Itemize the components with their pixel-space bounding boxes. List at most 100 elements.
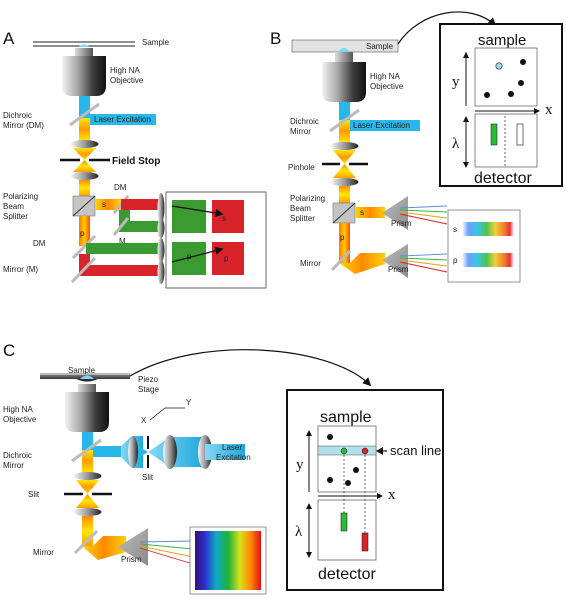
sample-to-inset-arrow-c [129,349,372,387]
sample-slide [33,41,135,47]
camera-lens-4 [157,260,165,284]
scan-line-label: scan line [390,443,441,458]
inset-c-green-bar [340,512,348,532]
panel-c-letter: C [3,341,15,360]
axis-y-label: Y [186,398,192,407]
inset-b-lambda-label: λ [452,136,460,152]
pbs-b-label-2: Beam [290,204,311,213]
out-label-s: s [222,214,226,223]
inset-c-point-red [361,447,369,455]
dichroic-b-label-2: Mirror [290,127,311,136]
objective-lens [62,48,106,96]
inset-c-red-bar [361,532,369,552]
objective-label-1: High NA [110,66,140,75]
sample-label-c: Sample [68,366,96,375]
axis-x-line [149,407,166,421]
pbs-label-1: Polarizing [3,192,38,201]
inset-b-point [508,91,514,97]
inset-c-point [345,480,351,486]
dichroic-label-1: Dichroic [3,111,32,120]
p-label-b: p [340,233,345,242]
mirror-m-lower [70,256,97,284]
sample-to-inset-arrow [397,11,497,45]
sample-label: Sample [142,38,170,47]
inset-b-point-target [495,62,503,70]
inset-b-detector-title: detector [474,170,532,187]
axis-x-label: X [141,416,147,425]
field-stop-label: Field Stop [112,156,160,167]
dm-lower [71,234,97,260]
laser-c-label-2: Excitation [216,453,251,462]
objective-lens-b [322,52,366,102]
slit-left-label: Slit [28,490,40,499]
camera-lens-1 [157,193,165,223]
emission-beam [79,118,90,140]
prism-lower-label: Prism [388,265,409,274]
pbs-b-label-1: Polarizing [290,194,325,203]
laser-c-label-1: Laser [222,443,242,452]
mirror-label: Mirror (M) [3,265,38,274]
prism-lower [382,244,408,278]
spectral-detector-b [447,209,521,283]
dichroic-mirror-b [329,108,360,133]
piezo-label-1: Piezo [138,375,159,384]
pbs-label-2: Beam [3,202,24,211]
dichroic-c-label-1: Dichroic [3,451,32,460]
panel-b-letter: B [270,29,281,48]
inset-c-detector-title: detector [318,566,376,583]
dichroic-b-label-1: Dichroic [290,117,319,126]
tube-lens [70,140,99,148]
spectrum-s [462,222,514,236]
beam-expander-lens-1 [163,435,177,469]
mirror-c-label: Mirror [33,548,54,557]
dm-lower-label: DM [33,239,46,248]
inset-b-green-bar [490,123,498,146]
objective-b-label-2: Objective [370,82,404,91]
laser-excitation-beam [90,114,156,125]
inset-c-x-label: x [388,487,396,503]
prism-upper [382,196,408,230]
panel-c: C Sample Piezo Stage X Y High NA Objecti… [3,341,444,595]
laser-excitation-beam-b [350,120,420,131]
dichroic-mirror [69,102,100,127]
spectrum-s-label: s [453,225,457,234]
objective-b-label-1: High NA [370,72,400,81]
excitation-beam-vertical [79,96,90,118]
pbs-label-3: Splitter [3,212,28,221]
out-label-p3: p [224,254,229,263]
s-label-b: s [360,208,364,217]
s-beam-label: s [102,200,106,209]
laser-excitation-beam-c [205,444,245,460]
camera-lens-2 [157,218,165,238]
camera-lens-3 [157,238,165,262]
pinhole-label: Pinhole [288,163,315,172]
dichroic-mirror-c [71,438,102,463]
mirror-m-upper [112,217,130,236]
prism-c [118,528,148,566]
inset-b-detector-frame [474,113,538,168]
inset-b-empty-bar [516,123,524,146]
dichroic-label-2: Mirror (DM) [3,121,44,130]
spectrum-p [462,253,514,267]
sample-label-b: Sample [366,42,394,51]
objective-c-label-1: High NA [3,405,33,414]
out-label-p2: p [187,252,192,261]
objective-c-label-2: Objective [3,415,37,424]
mirror-b [330,249,352,272]
inset-b-point [484,92,490,98]
inset-c-point [353,467,359,473]
inset-b-y-label: y [452,74,460,90]
mirror-c [73,529,99,555]
inset-b-point [518,80,524,86]
inset-c-point [327,434,333,440]
inset-c-point-green [340,447,348,455]
inset-b-x-label: x [545,102,553,118]
slit-right-label: Slit [142,473,154,482]
panel-b: B Sample High NA Objective Laser Excitat… [270,11,563,283]
p-beam-label: p [80,229,85,238]
laser-excitation-label: Laser Excitation [94,115,151,124]
m-label: M [119,237,126,246]
prism-upper-label: Prism [391,219,412,228]
spectrum-c [195,531,261,590]
objective-lens-c [65,384,109,432]
